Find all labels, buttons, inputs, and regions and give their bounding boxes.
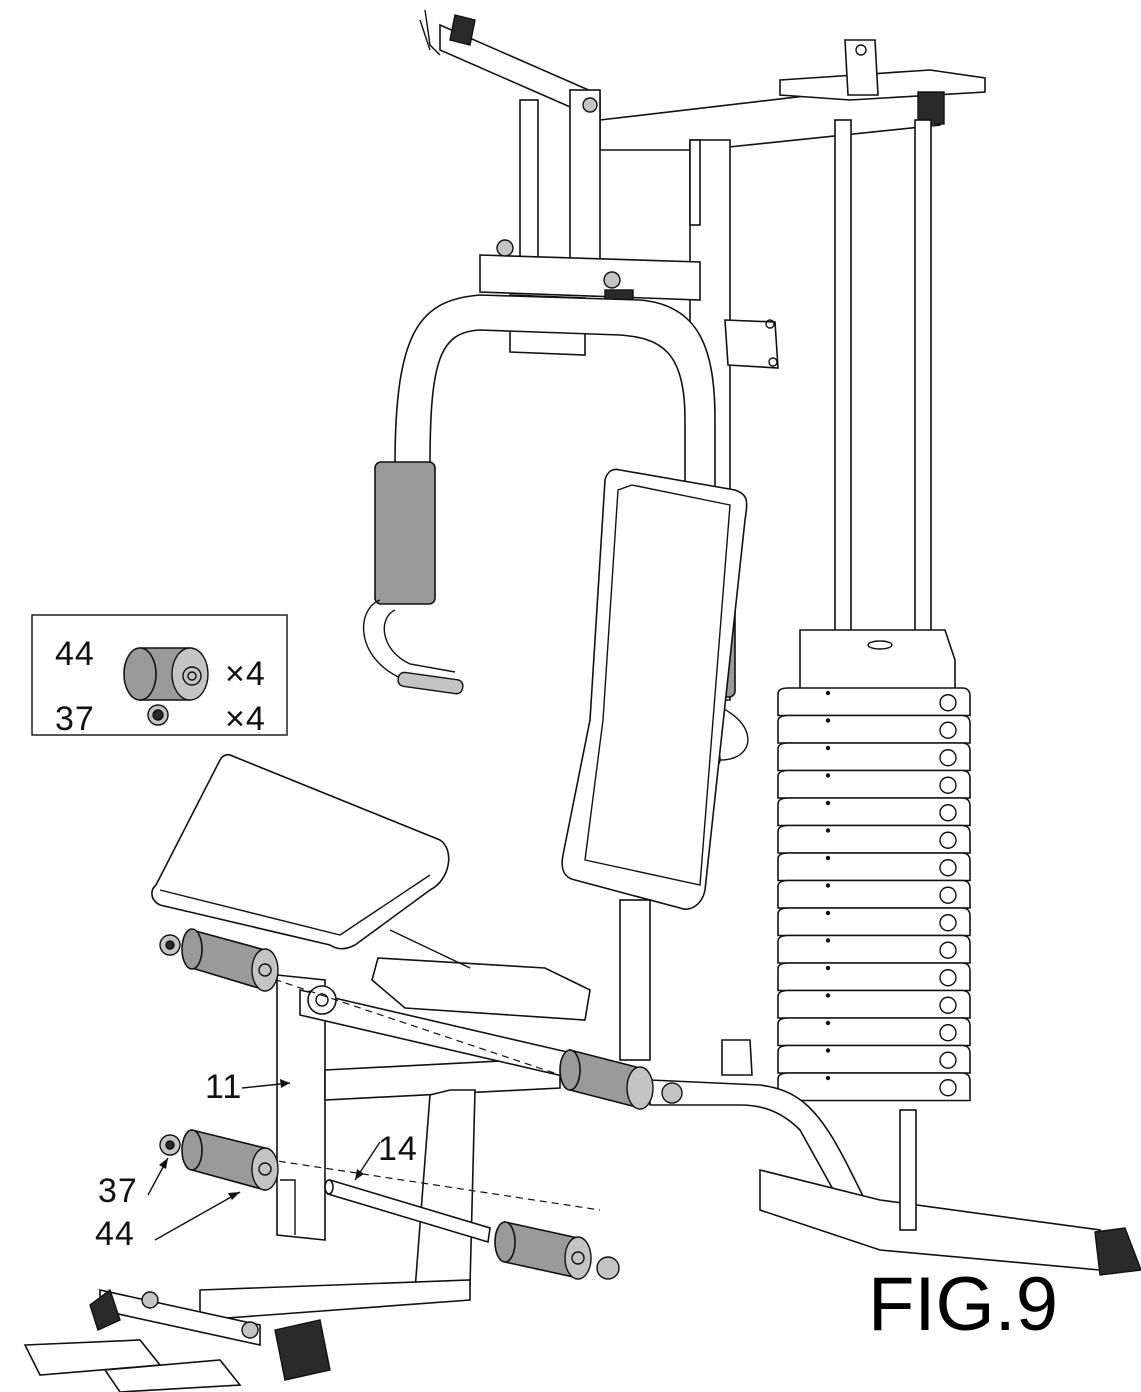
weight-plate [777,742,971,772]
callout-11-label: 11 [205,1068,242,1106]
weight-plate [777,1072,971,1102]
weight-plate-pin-hole [825,690,831,696]
weight-plate-pin-hole [825,1020,831,1026]
weight-plate-pin-hole [825,883,831,888]
weight-plate-hole [939,859,957,877]
weight-plate [777,879,971,909]
preacher-curl-pad [151,753,591,1021]
callout-14: 14 [354,1130,418,1181]
weight-plate-hole [939,694,957,712]
part-qty-37: ×4 [225,700,266,738]
weight-plate [777,989,971,1019]
parts-list-box: 44 ×4 37 ×4 [31,614,288,738]
end-cap-upper-left [159,934,181,956]
callout-44-label: 44 [95,1215,135,1253]
weight-plate-pin-hole [825,828,831,833]
weight-plate-hole [939,886,957,904]
weight-plate-pin-hole [825,993,831,998]
weight-plate-hole [939,721,957,739]
part-number-37: 37 [55,700,95,738]
foam-roller-upper-left [181,928,279,992]
weight-plate [777,1044,971,1074]
weight-plate-pin-hole [825,1048,831,1053]
parts-row-44: 44 ×4 [55,635,266,701]
weight-plate-hole [939,996,957,1014]
weight-plate-pin-hole [825,1075,831,1081]
figure-title: FIG.9 [868,1262,1058,1347]
callout-37: 37 [98,1157,169,1210]
weight-plate-pin-hole [825,773,831,778]
weight-plate-pin-hole [825,938,831,943]
weight-plate-hole [939,1051,957,1069]
part-number-44: 44 [55,635,95,673]
weight-plate-hole [939,831,957,849]
weight-plate [777,797,971,827]
foam-roller-upper-right [559,1048,683,1110]
weight-plates [777,687,971,1102]
weight-plate-pin-hole [825,965,831,971]
weight-plate [777,714,971,744]
weight-plate [777,687,971,717]
callout-14-label: 14 [378,1130,418,1168]
back-pad [561,468,748,1061]
weight-plate-hole [939,941,957,959]
weight-plate [777,934,971,964]
weight-plate [777,824,971,854]
callout-44: 44 [95,1191,241,1253]
parts-row-37: 37 ×4 [55,700,266,738]
weight-plate-pin-hole [825,855,831,861]
weight-plate-hole [939,749,957,767]
weight-plate-hole [939,969,957,987]
weight-plate-pin-hole [825,800,831,806]
weight-plate-pin-hole [825,745,831,751]
weight-plate-pin-hole [825,718,831,723]
foam-roller-icon [123,647,209,701]
weight-plate [777,1017,971,1047]
weight-plate-hole [939,1079,957,1097]
callout-11: 11 [205,1068,291,1106]
end-cap-lower-left [159,1134,181,1156]
foam-roller-lower-left [181,1128,279,1192]
weight-plate [777,907,971,937]
weight-plate [777,769,971,799]
weight-plate-hole [939,804,957,822]
part-qty-44: ×4 [225,655,266,693]
callout-37-label: 37 [98,1172,138,1210]
weight-plate-hole [939,914,957,932]
weight-plate-hole [939,1024,957,1042]
weight-plate-hole [939,776,957,794]
foam-roller-lower-right [494,1221,620,1280]
roller-assembly [159,928,683,1280]
roller-tube-14 [324,1178,491,1244]
weight-plate [777,962,971,992]
weight-plate [777,852,971,882]
end-cap-icon [147,704,169,726]
weight-plate-pin-hole [825,910,831,916]
